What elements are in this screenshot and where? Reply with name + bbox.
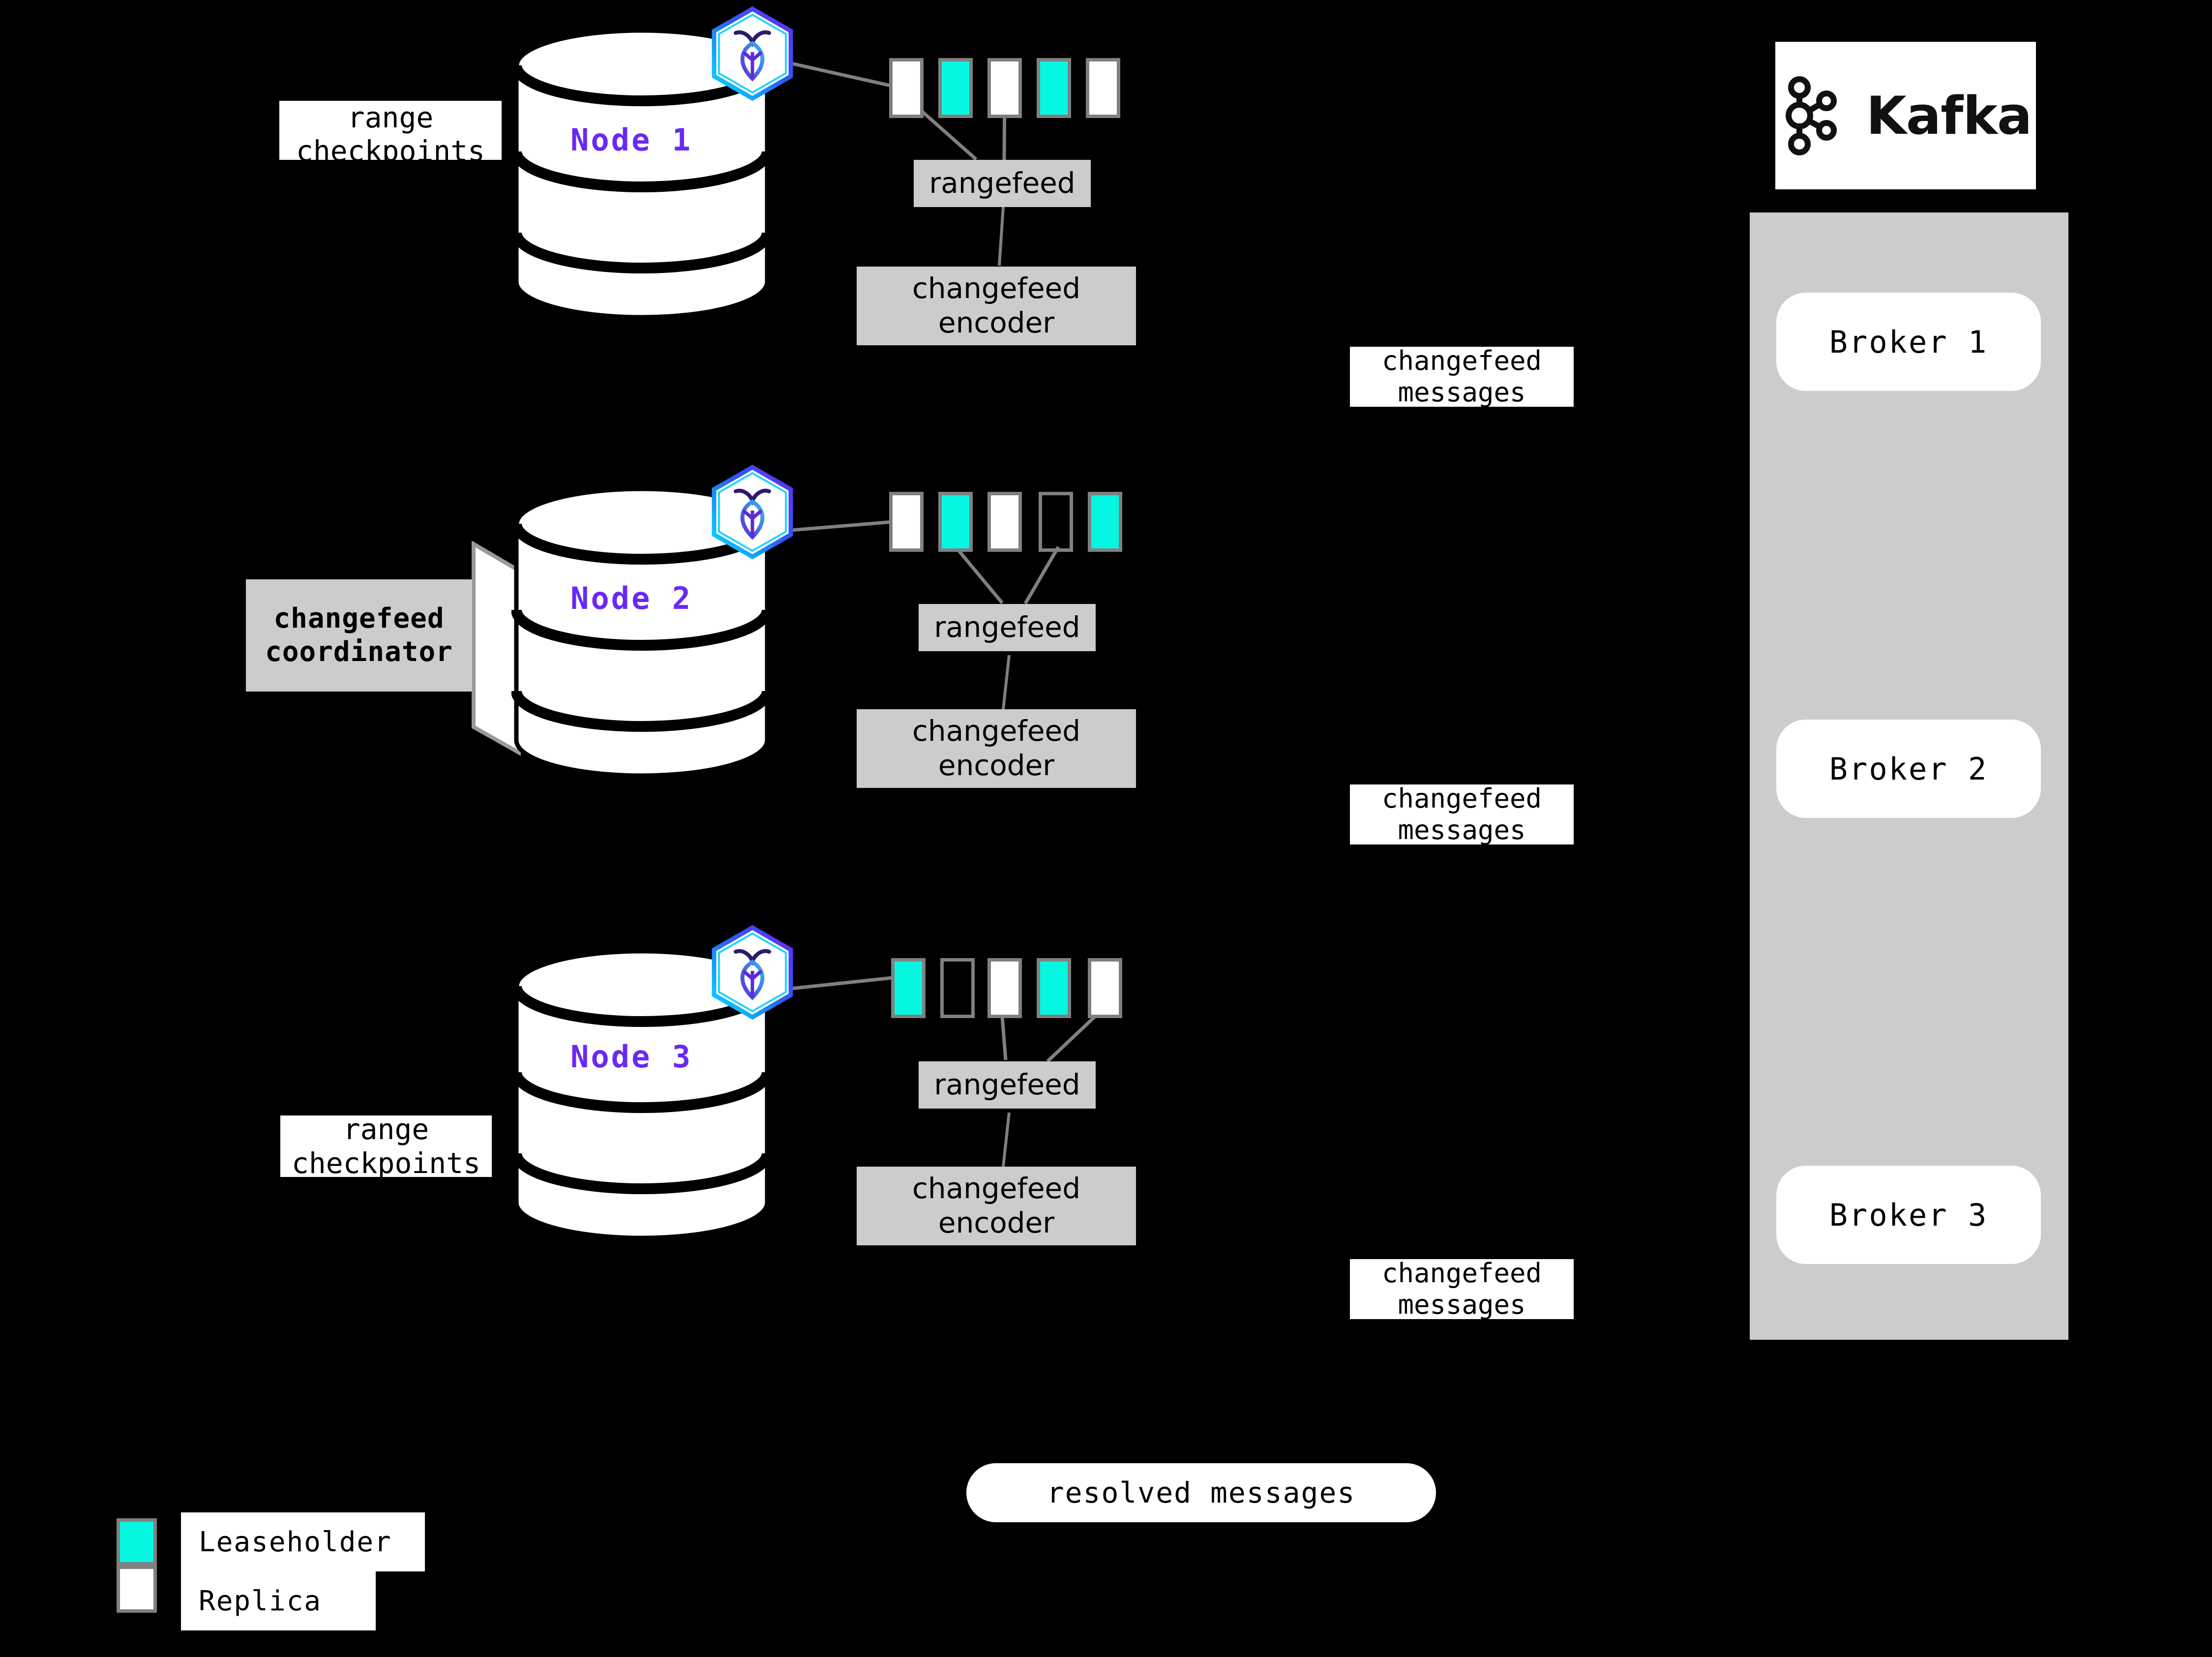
cockroachdb-hexagon-icon [712,464,793,560]
range-box[interactable] [987,958,1022,1018]
node-cylinder-3[interactable] [511,944,772,1244]
range-checkpoints-line1: range [343,1113,429,1146]
range-box[interactable] [889,492,924,552]
changefeed-encoder-box[interactable]: changefeed encoder [857,709,1136,788]
coordinator-line2: coordinator [265,636,453,668]
node-label-1: Node 1 [570,122,692,158]
changefeed-encoder-box[interactable]: changefeed encoder [857,1167,1136,1245]
range-box[interactable] [987,58,1022,118]
rangefeed-box[interactable]: rangefeed [919,604,1096,651]
coordinator-line1: changefeed [273,602,445,634]
range-box[interactable] [940,958,975,1018]
rangefeed-box[interactable]: rangefeed [914,160,1091,207]
range-box[interactable] [938,492,973,552]
cockroachdb-hexagon-icon [712,6,793,101]
coordinator-callout-tail [472,541,521,756]
kafka-logo-icon [1785,76,1837,155]
range-checkpoints-line2: checkpoints [296,134,485,168]
changefeed-messages-label-2: changefeed messages [1350,783,1574,845]
encoder-line2: encoder [938,749,1055,782]
cockroachdb-hexagon-icon [712,925,793,1020]
messages-line2: messages [1398,814,1526,845]
broker-box-1[interactable]: Broker 1 [1776,293,2041,391]
encoder-line1: changefeed [912,271,1081,305]
range-box[interactable] [1086,58,1120,118]
messages-line2: messages [1398,1289,1526,1320]
range-box[interactable] [1088,492,1122,552]
legend-swatch-leaseholder [117,1518,157,1566]
encoder-line1: changefeed [912,1172,1081,1205]
range-checkpoints-label-node1: range checkpoints [279,101,502,168]
rangefeed-box[interactable]: rangefeed [919,1061,1096,1109]
broker-box-2[interactable]: Broker 2 [1776,720,2041,818]
encoder-line1: changefeed [912,714,1081,748]
changefeed-messages-label-3: changefeed messages [1350,1258,1574,1320]
changefeed-coordinator-box[interactable]: changefeed coordinator [246,579,472,692]
range-checkpoints-label-node3: range checkpoints [280,1113,492,1180]
range-box[interactable] [1088,958,1122,1018]
kafka-logo-panel: Kafka [1775,42,2036,189]
range-checkpoints-line1: range [347,101,434,134]
messages-line1: changefeed [1381,783,1542,814]
range-box[interactable] [891,958,926,1018]
range-box[interactable] [987,492,1022,552]
messages-line1: changefeed [1381,1258,1542,1289]
range-box[interactable] [1037,58,1071,118]
range-box[interactable] [1039,492,1073,552]
node-cylinder-2[interactable] [511,482,772,782]
resolved-messages-pill[interactable]: resolved messages [966,1463,1436,1522]
legend-label-leaseholder: Leaseholder [181,1512,425,1571]
node-label-3: Node 3 [570,1039,692,1075]
messages-line1: changefeed [1381,345,1542,377]
legend-swatch-replica [117,1566,157,1613]
encoder-line2: encoder [938,1206,1055,1239]
messages-line2: messages [1398,377,1526,408]
broker-box-3[interactable]: Broker 3 [1776,1166,2041,1264]
range-box[interactable] [938,58,973,118]
node-cylinder-1[interactable] [511,24,772,324]
changefeed-messages-label-1: changefeed messages [1350,345,1574,408]
node-label-2: Node 2 [570,580,692,616]
kafka-wordmark: Kafka [1866,85,2033,146]
encoder-line2: encoder [938,306,1055,339]
changefeed-encoder-box[interactable]: changefeed encoder [857,267,1136,345]
legend-label-replica: Replica [181,1571,376,1630]
range-box[interactable] [889,58,924,118]
range-checkpoints-line2: checkpoints [291,1146,481,1180]
range-box[interactable] [1037,958,1071,1018]
